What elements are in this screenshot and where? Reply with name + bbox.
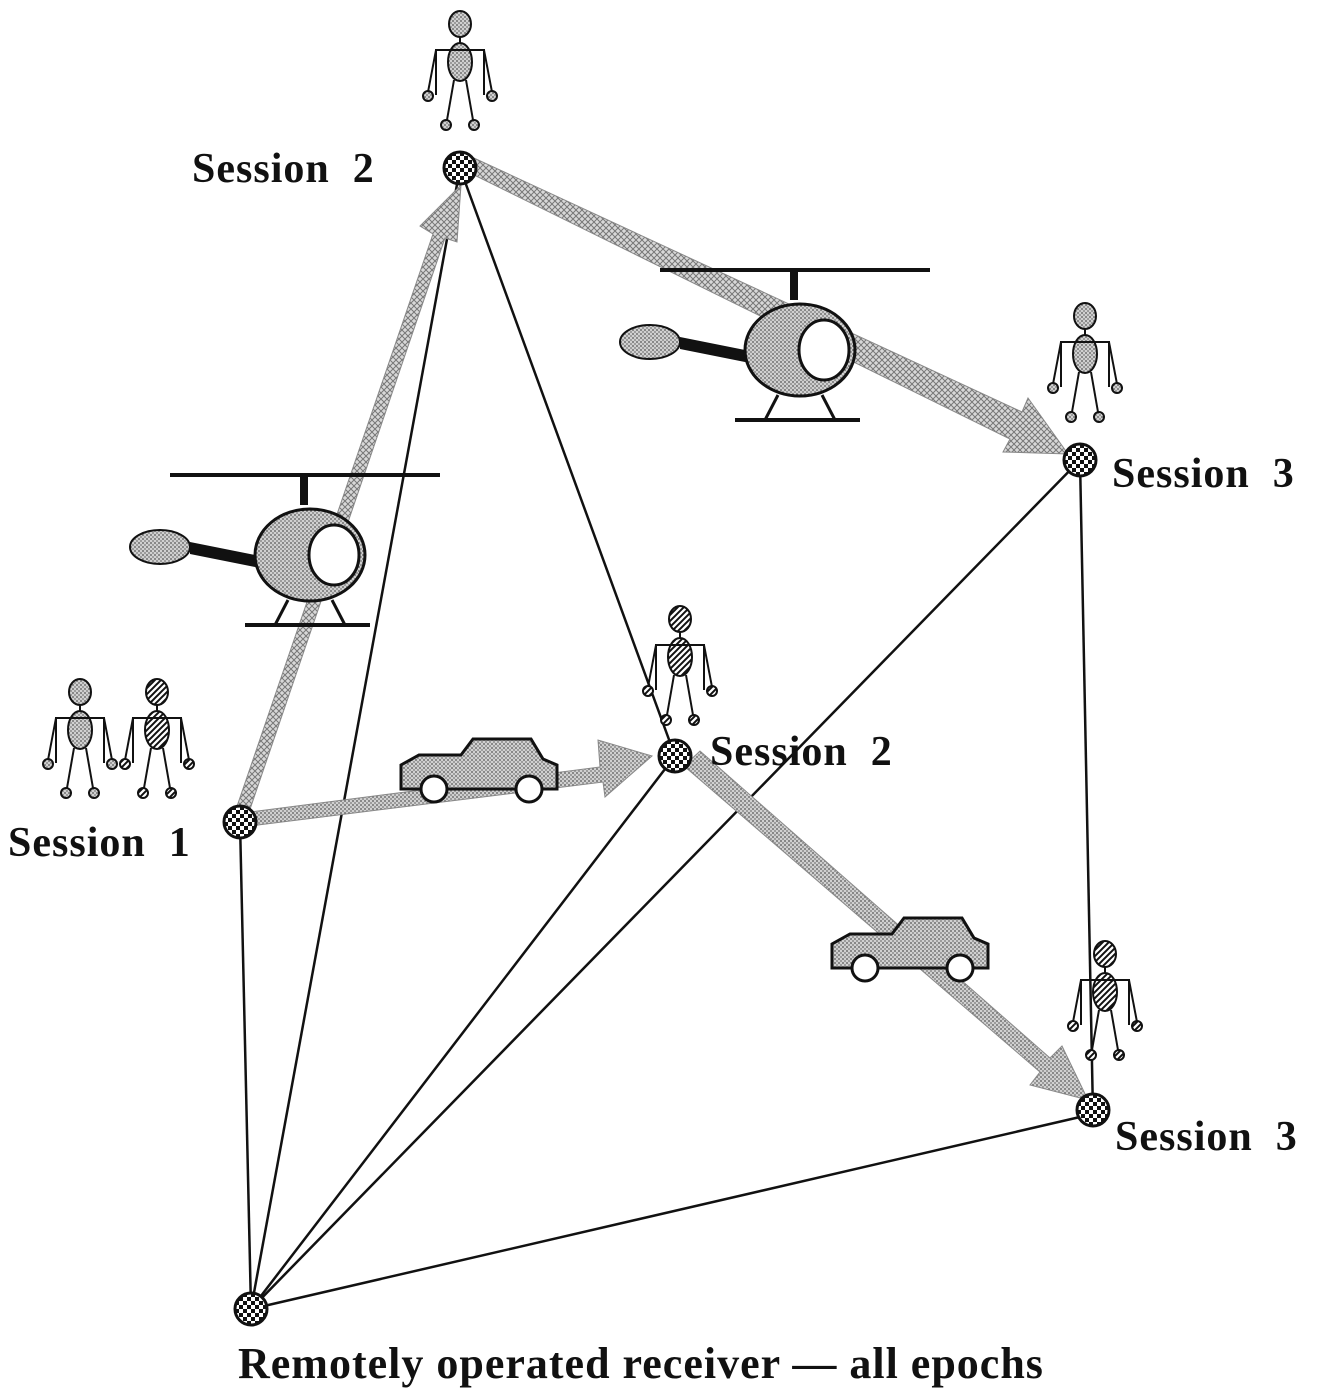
car-arrow-s2-to-s3 bbox=[683, 750, 1089, 1101]
heli-arrow-s1-to-s2 bbox=[232, 183, 462, 819]
car-icon bbox=[830, 916, 990, 983]
baseline-receiver-to-heli-s2 bbox=[249, 167, 462, 1310]
gps-receiver-marker bbox=[657, 738, 693, 774]
gps-receiver-marker bbox=[442, 150, 478, 186]
person-icon bbox=[119, 678, 195, 799]
station-label-car-session-3: Session 3 bbox=[1115, 1114, 1298, 1160]
baseline-heli-s3-to-car-s3 bbox=[1078, 459, 1095, 1115]
gps-receiver-marker bbox=[1062, 442, 1098, 478]
station-label-car-session-2: Session 2 bbox=[710, 729, 893, 775]
station-label-heli-session-3: Session 3 bbox=[1112, 451, 1295, 497]
person-icon bbox=[642, 605, 718, 726]
heli-arrow-s2-to-s3 bbox=[467, 157, 1069, 455]
baseline-receiver-to-heli-s3 bbox=[250, 459, 1081, 1310]
baseline-receiver-to-car-s2 bbox=[250, 755, 676, 1310]
baseline-heli-s2-to-car-s2 bbox=[458, 167, 677, 757]
movement-arrows bbox=[232, 157, 1089, 1101]
gps-receiver-marker bbox=[1075, 1092, 1111, 1128]
baseline-receiver-to-car-s3 bbox=[250, 1112, 1094, 1311]
gps-receiver-marker bbox=[233, 1291, 269, 1327]
person-icon bbox=[42, 678, 118, 799]
car-arrow-s1-to-s2 bbox=[249, 739, 654, 827]
person-icon bbox=[1047, 302, 1123, 423]
helicopter-icon bbox=[128, 473, 442, 627]
helicopter-icon bbox=[618, 268, 932, 422]
gps-receiver-marker bbox=[222, 804, 258, 840]
station-label-session-1: Session 1 bbox=[8, 820, 191, 866]
baseline-receiver-to-s1 bbox=[238, 821, 253, 1310]
diagram-caption: Remotely operated receiver — all epochs bbox=[238, 1339, 1044, 1388]
person-icon bbox=[1067, 940, 1143, 1061]
baseline-lines bbox=[238, 167, 1095, 1311]
station-label-heli-session-2: Session 2 bbox=[192, 146, 375, 192]
person-icon bbox=[422, 10, 498, 131]
